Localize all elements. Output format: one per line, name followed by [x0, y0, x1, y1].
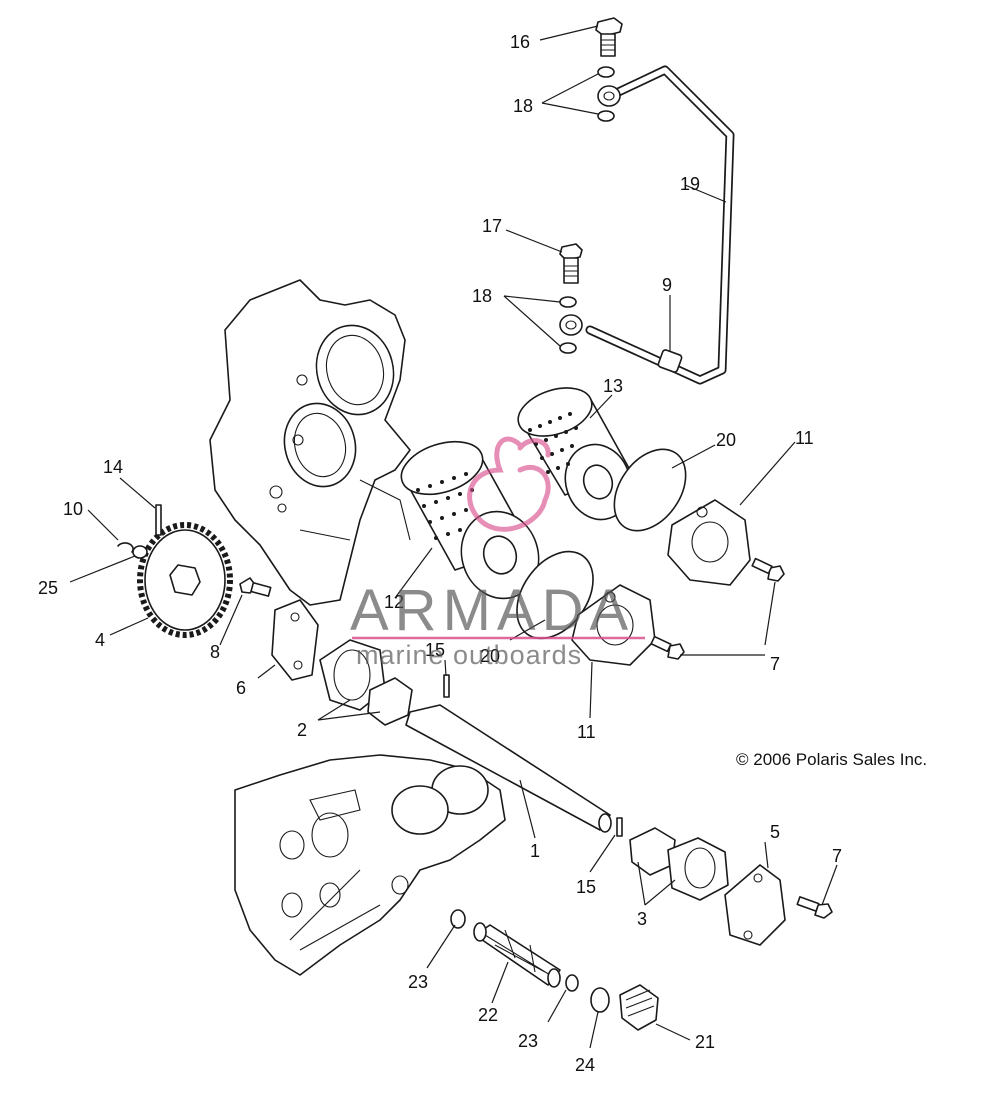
copyright-notice: © 2006 Polaris Sales Inc. [736, 750, 927, 769]
filter-cover-11-lower [571, 584, 656, 666]
watermark-tagline: marine outboards [356, 640, 582, 670]
callout-14: 14 [103, 457, 123, 477]
oil-strainer-22 [473, 922, 561, 988]
watermark-logo-icon [467, 436, 551, 532]
callout-25: 25 [38, 578, 58, 598]
callout-8: 8 [210, 642, 220, 662]
filter-cover-11-upper [667, 499, 751, 586]
callout-19: 19 [680, 174, 700, 194]
callout-1: 1 [530, 841, 540, 861]
callout-23-right: 23 [518, 1031, 538, 1051]
callout-24: 24 [575, 1055, 595, 1075]
callout-18-top: 18 [513, 96, 533, 116]
callout-15-upper: 15 [425, 640, 445, 660]
drive-gear-4 [137, 522, 233, 638]
leader-lines [69, 25, 838, 1049]
callout-9: 9 [662, 275, 672, 295]
o-ring-23-right [565, 974, 579, 992]
callout-23-left: 23 [408, 972, 428, 992]
watermark: ARMADA marine outboards [350, 436, 645, 670]
pump-rotor-3 [629, 827, 729, 901]
callout-13: 13 [603, 376, 623, 396]
plate-6 [271, 599, 319, 681]
washer-25 [132, 545, 148, 559]
banjo-bolt-17 [559, 243, 583, 284]
upper-crankcase [209, 279, 411, 606]
callout-16: 16 [510, 32, 530, 52]
callout-12: 12 [384, 592, 404, 612]
pump-cover-5 [724, 864, 786, 946]
callout-4: 4 [95, 630, 105, 650]
callout-11-lower: 11 [577, 722, 596, 742]
callout-5: 5 [770, 822, 780, 842]
bolt-7-upper [751, 557, 785, 582]
oil-filter-12 [400, 440, 540, 600]
callout-11-upper: 11 [795, 428, 814, 448]
callout-17: 17 [482, 216, 502, 236]
pump-shaft-1 [405, 704, 612, 833]
bolt-7-lower [796, 896, 833, 919]
o-rings-20 [516, 448, 687, 640]
callout-7-lower: 7 [832, 846, 842, 866]
o-ring-24 [590, 987, 610, 1013]
pin-15-lower [616, 817, 623, 837]
bolt-7-middle [650, 635, 685, 660]
callout-10: 10 [63, 499, 83, 519]
lower-crankcase [234, 754, 506, 976]
o-ring-23-left [450, 909, 466, 929]
callout-3: 3 [637, 909, 647, 929]
callout-labels: 16 18 19 17 18 9 13 20 11 14 10 25 4 8 1… [38, 32, 842, 1075]
callout-22: 22 [478, 1005, 498, 1025]
callout-6: 6 [236, 678, 246, 698]
oil-line-19 [559, 65, 735, 385]
sealing-washers-18 [559, 66, 615, 354]
callout-21: 21 [695, 1032, 715, 1052]
watermark-brand: ARMADA [350, 578, 634, 643]
banjo-bolt-16 [595, 17, 623, 57]
pump-rotor-2 [319, 639, 413, 726]
callout-7-upper: 7 [770, 654, 780, 674]
bolt-8 [239, 577, 272, 597]
circlip-10 [117, 542, 134, 553]
pin-14 [155, 504, 162, 536]
callout-2: 2 [297, 720, 307, 740]
callout-18-middle: 18 [472, 286, 492, 306]
pin-15-upper [443, 674, 450, 698]
drain-plug-21 [619, 984, 659, 1031]
callout-20-upper: 20 [716, 430, 736, 450]
callout-20-lower: 20 [480, 646, 500, 666]
callout-15-lower: 15 [576, 877, 596, 897]
